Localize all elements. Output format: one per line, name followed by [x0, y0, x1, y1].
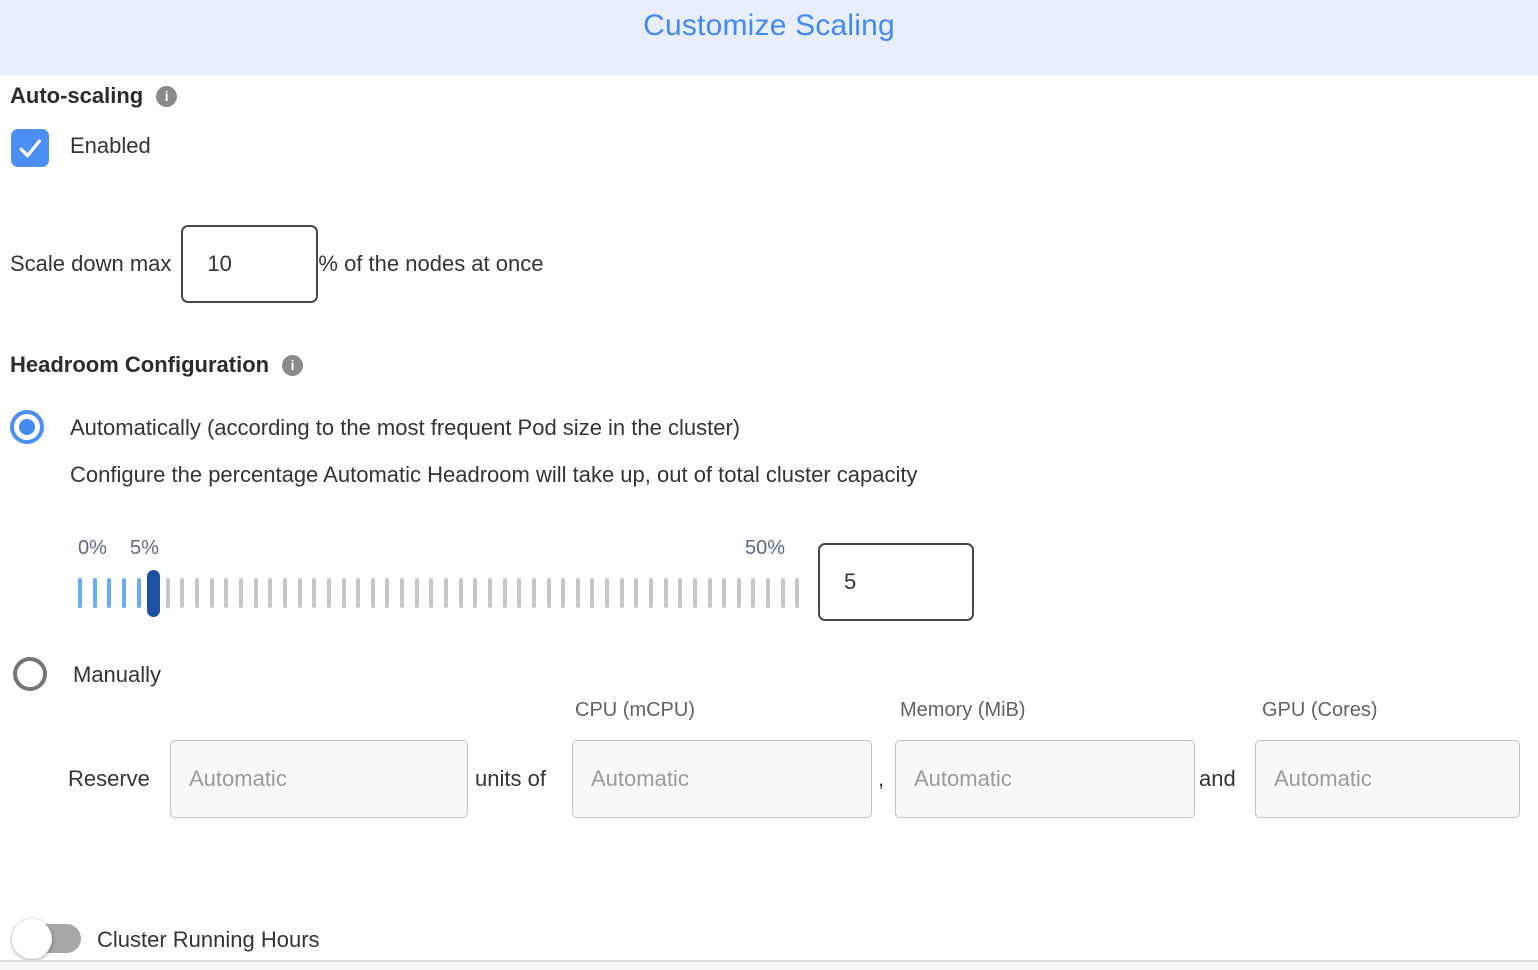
auto-scaling-enabled-checkbox[interactable]	[11, 129, 49, 167]
page-title: Customize Scaling	[643, 9, 895, 42]
cpu-reserve-input[interactable]	[572, 740, 872, 818]
memory-column-header: Memory (MiB)	[900, 699, 1026, 721]
headroom-manually-label: Manually	[73, 662, 162, 687]
slider-tick	[195, 578, 200, 608]
slider-tick	[121, 578, 126, 608]
slider-tick	[619, 578, 624, 608]
and-separator: and	[1199, 766, 1236, 791]
slider-tick	[766, 578, 771, 608]
radio-dot	[19, 419, 35, 435]
gpu-reserve-input[interactable]	[1255, 740, 1520, 818]
headroom-manually-radio[interactable]	[13, 657, 47, 691]
slider-tick	[648, 578, 653, 608]
slider-tick	[356, 578, 361, 608]
slider-tick	[165, 578, 170, 608]
slider-tick	[370, 578, 375, 608]
units-of-label: units of	[475, 766, 546, 791]
bottom-strip	[0, 962, 1538, 970]
info-icon[interactable]: i	[156, 85, 178, 107]
slider-tick	[107, 578, 112, 608]
slider-tick	[282, 578, 287, 608]
slider-tick	[78, 578, 82, 608]
slider-tick	[268, 578, 273, 608]
headroom-percentage-input[interactable]	[818, 543, 974, 621]
slider-tick	[795, 578, 800, 608]
cluster-running-hours-label: Cluster Running Hours	[97, 927, 320, 952]
slider-tick	[385, 578, 390, 608]
slider-current-label: 5%	[130, 537, 159, 559]
slider-tick	[736, 578, 741, 608]
slider-tick	[224, 578, 229, 608]
enabled-label: Enabled	[70, 133, 151, 158]
slider-tick	[487, 578, 492, 608]
headroom-automatic-description: Configure the percentage Automatic Headr…	[70, 462, 918, 487]
reserve-count-input[interactable]	[170, 740, 468, 818]
headroom-section-label: Headroom Configuration i	[10, 352, 304, 378]
slider-tick	[502, 578, 507, 608]
slider-tick	[663, 578, 668, 608]
bottom-divider	[0, 960, 1538, 962]
modal-header: Customize Scaling	[0, 0, 1538, 75]
cpu-column-header: CPU (mCPU)	[575, 699, 695, 721]
scale-down-prefix: Scale down max	[10, 251, 172, 276]
scale-down-row: Scale down max % of the nodes at once	[10, 225, 543, 303]
headroom-automatic-option: Automatically (according to the most fre…	[10, 410, 740, 444]
memory-reserve-input[interactable]	[895, 740, 1195, 818]
slider-tick	[634, 578, 639, 608]
slider-min-label: 0%	[78, 537, 107, 559]
comma-separator: ,	[878, 766, 885, 791]
headroom-manually-option: Manually	[13, 657, 161, 691]
headroom-percentage-slider: 0% 5% 50%	[78, 536, 800, 621]
scale-down-input[interactable]	[181, 225, 319, 303]
slider-tick	[692, 578, 697, 608]
auto-scaling-enabled-row: Enabled	[11, 129, 151, 167]
toggle-knob[interactable]	[12, 919, 52, 959]
slider-tick	[678, 578, 683, 608]
check-icon	[19, 139, 41, 158]
slider-tick	[546, 578, 551, 608]
slider-tick	[590, 578, 595, 608]
slider-tick	[575, 578, 580, 608]
headroom-automatic-radio[interactable]	[10, 410, 44, 444]
slider-tick	[209, 578, 214, 608]
slider-track[interactable]	[78, 578, 800, 608]
slider-tick	[722, 578, 727, 608]
slider-tick	[473, 578, 478, 608]
reserve-label: Reserve	[68, 766, 150, 791]
slider-tick	[531, 578, 536, 608]
slider-tick	[780, 578, 785, 608]
slider-tick	[400, 578, 405, 608]
slider-tick	[751, 578, 756, 608]
slider-tick	[414, 578, 419, 608]
slider-max-label: 50%	[745, 537, 786, 559]
auto-scaling-section-label: Auto-scaling i	[10, 83, 178, 109]
slider-tick	[517, 578, 522, 608]
slider-tick	[239, 578, 244, 608]
info-icon[interactable]: i	[282, 354, 304, 376]
slider-tick	[136, 578, 141, 608]
scale-down-suffix: % of the nodes at once	[318, 251, 544, 276]
gpu-column-header: GPU (Cores)	[1262, 699, 1378, 721]
slider-tick	[561, 578, 566, 608]
auto-scaling-label: Auto-scaling	[10, 83, 144, 108]
slider-tick	[297, 578, 302, 608]
manual-reserve-row: Reserve units of , and	[0, 740, 1538, 818]
slider-tick	[458, 578, 463, 608]
slider-tick	[180, 578, 185, 608]
headroom-label: Headroom Configuration	[10, 352, 270, 377]
slider-handle[interactable]	[147, 570, 160, 617]
headroom-automatic-label: Automatically (according to the most fre…	[70, 415, 741, 440]
slider-tick	[326, 578, 331, 608]
slider-tick	[341, 578, 346, 608]
slider-tick	[92, 578, 97, 608]
slider-tick	[605, 578, 610, 608]
slider-tick	[253, 578, 258, 608]
slider-tick	[707, 578, 712, 608]
slider-tick	[312, 578, 317, 608]
slider-tick	[444, 578, 449, 608]
slider-tick	[429, 578, 434, 608]
